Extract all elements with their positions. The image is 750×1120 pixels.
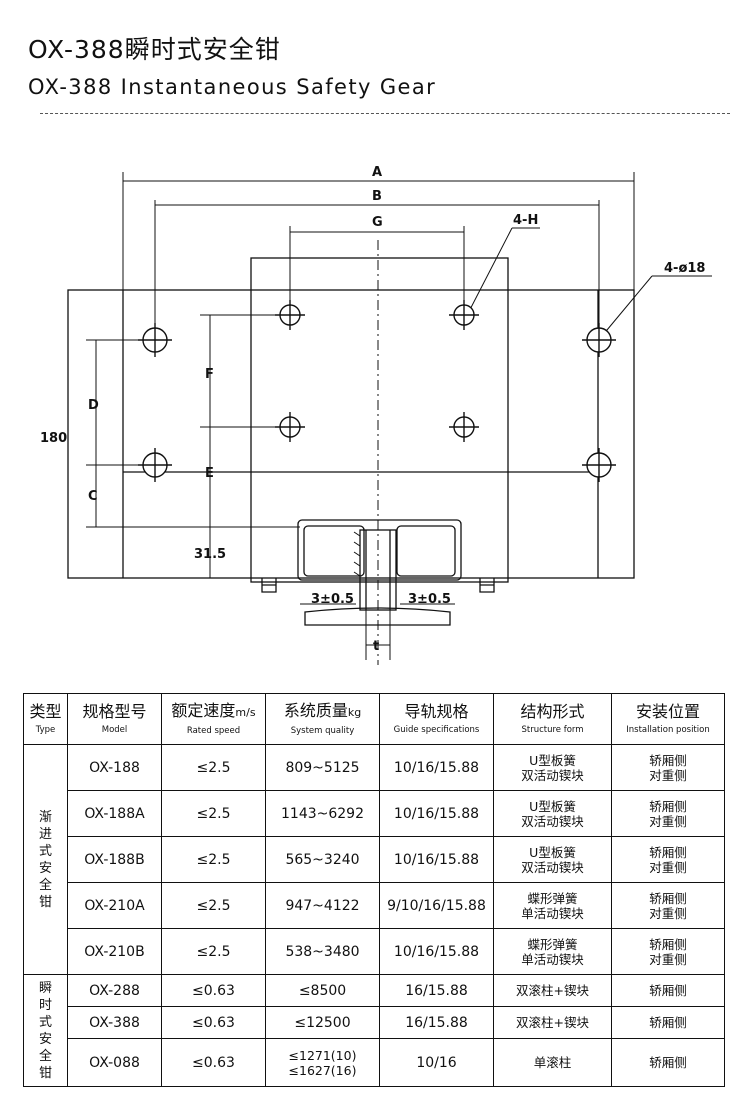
dim-label-180: 180 — [40, 431, 67, 446]
structure-cell: 蝶形弹簧单活动锲块 — [493, 882, 612, 929]
table-row: OX-210A ≤2.5 947~4122 9/10/16/15.88 蝶形弹簧… — [24, 882, 725, 929]
structure-cell: U型板簧双活动锲块 — [493, 836, 612, 883]
table-row: OX-188B ≤2.5 565~3240 10/16/15.88 U型板簧双活… — [24, 836, 725, 883]
mass-cell: 809~5125 — [265, 744, 380, 791]
guide-cell: 10/16/15.88 — [379, 790, 494, 837]
dim-label-gap-right: 3±0.5 — [408, 592, 451, 607]
model-cell: OX-210A — [67, 882, 162, 929]
table-row: OX-388 ≤0.63 ≤12500 16/15.88 双滚柱+锲块 轿厢侧 — [24, 1006, 725, 1039]
structure-cell: U型板簧双活动锲块 — [493, 790, 612, 837]
hole — [449, 412, 479, 442]
dim-label-gap-left: 3±0.5 — [311, 592, 354, 607]
structure-cell: 双滚柱+锲块 — [493, 1006, 612, 1039]
guide-cell: 10/16/15.88 — [379, 928, 494, 975]
mass-cell: 565~3240 — [265, 836, 380, 883]
dim-label-g: G — [372, 215, 383, 230]
type-cell-instantaneous: 瞬时式安全钳 — [23, 974, 68, 1087]
structure-cell: 蝶形弹簧单活动锲块 — [493, 928, 612, 975]
position-cell: 轿厢侧对重侧 — [611, 790, 725, 837]
speed-cell: ≤2.5 — [161, 882, 266, 929]
table-row: 渐进式安全钳 OX-188 ≤2.5 809~5125 10/16/15.88 … — [23, 744, 725, 975]
position-cell: 轿厢侧对重侧 — [611, 744, 725, 791]
hole — [582, 323, 616, 357]
structure-cell: 双滚柱+锲块 — [493, 974, 612, 1007]
dim-label-31-5: 31.5 — [194, 547, 226, 562]
dim-label-4-phi18: 4-ø18 — [664, 261, 705, 276]
model-cell: OX-188A — [67, 790, 162, 837]
hole — [449, 300, 479, 330]
speed-cell: ≤2.5 — [161, 928, 266, 975]
hole — [582, 448, 616, 482]
position-cell: 轿厢侧对重侧 — [611, 928, 725, 975]
mass-cell: ≤1271(10)≤1627(16) — [265, 1038, 380, 1087]
table-row: OX-088 ≤0.63 ≤1271(10)≤1627(16) 10/16 单滚… — [24, 1038, 725, 1087]
guide-cell: 10/16/15.88 — [379, 744, 494, 791]
guide-cell: 9/10/16/15.88 — [379, 882, 494, 929]
position-cell: 轿厢侧 — [611, 1038, 725, 1087]
hole — [275, 300, 305, 330]
page-title-chinese: OX-388瞬时式安全钳 — [28, 35, 281, 64]
dim-label-c: C — [88, 489, 98, 504]
speed-cell: ≤2.5 — [161, 836, 266, 883]
mass-cell: 947~4122 — [265, 882, 380, 929]
technical-drawing: A B G 4-H 4-ø18 D C F E 180 31.5 3±0.5 3… — [40, 165, 712, 665]
table-row: OX-210B ≤2.5 538~3480 10/16/15.88 蝶形弹簧单活… — [24, 928, 725, 975]
mass-cell: ≤8500 — [265, 974, 380, 1007]
speed-cell: ≤2.5 — [161, 790, 266, 837]
structure-cell: 单滚柱 — [493, 1038, 612, 1087]
dim-label-a: A — [372, 165, 382, 180]
guide-cell: 16/15.88 — [379, 1006, 494, 1039]
dim-label-b: B — [372, 189, 382, 204]
speed-cell: ≤2.5 — [161, 744, 266, 791]
mass-cell: 1143~6292 — [265, 790, 380, 837]
structure-cell: U型板簧双活动锲块 — [493, 744, 612, 791]
mass-cell: ≤12500 — [265, 1006, 380, 1039]
dim-label-4h: 4-H — [513, 213, 538, 228]
speed-cell: ≤0.63 — [161, 1006, 266, 1039]
model-cell: OX-188B — [67, 836, 162, 883]
table-row: OX-188A ≤2.5 1143~6292 10/16/15.88 U型板簧双… — [24, 790, 725, 837]
dim-label-t: t — [373, 639, 379, 654]
guide-cell: 16/15.88 — [379, 974, 494, 1007]
hole — [138, 448, 172, 482]
model-cell: OX-188 — [67, 744, 162, 791]
dim-label-e: E — [205, 466, 214, 481]
hole — [275, 412, 305, 442]
speed-cell: ≤0.63 — [161, 974, 266, 1007]
model-cell: OX-288 — [67, 974, 162, 1007]
gear-body — [250, 257, 509, 583]
position-cell: 轿厢侧对重侧 — [611, 882, 725, 929]
model-cell: OX-210B — [67, 928, 162, 975]
position-cell: 轿厢侧 — [611, 974, 725, 1007]
position-cell: 轿厢侧 — [611, 1006, 725, 1039]
position-cell: 轿厢侧对重侧 — [611, 836, 725, 883]
guide-cell: 10/16 — [379, 1038, 494, 1087]
hole — [138, 323, 172, 357]
mass-cell: 538~3480 — [265, 928, 380, 975]
guide-cell: 10/16/15.88 — [379, 836, 494, 883]
model-cell: OX-388 — [67, 1006, 162, 1039]
dim-label-d: D — [88, 398, 99, 413]
model-cell: OX-088 — [67, 1038, 162, 1087]
dashed-divider — [40, 113, 730, 114]
type-cell-progressive: 渐进式安全钳 — [23, 744, 68, 975]
table-row: 瞬时式安全钳 OX-288 ≤0.63 ≤8500 16/15.88 双滚柱+锲… — [23, 974, 725, 1087]
speed-cell: ≤0.63 — [161, 1038, 266, 1087]
dim-label-f: F — [205, 367, 214, 382]
page-title-english: OX-388 Instantaneous Safety Gear — [28, 75, 437, 99]
